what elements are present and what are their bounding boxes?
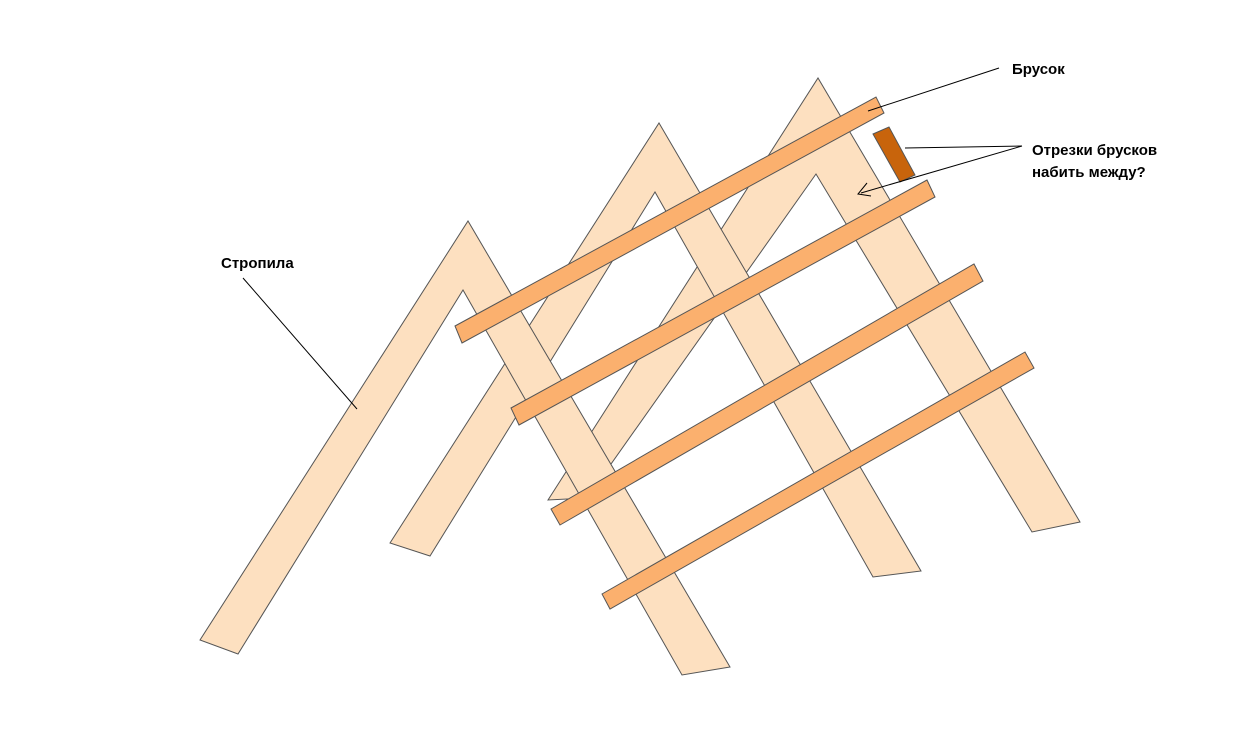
rafter-middle <box>389 122 922 578</box>
label-pieces-line2: набить между? <box>1032 164 1146 181</box>
rafter-front <box>199 220 731 676</box>
batten-2 <box>510 179 936 426</box>
label-pieces-line1: Отрезки брусков <box>1032 142 1157 159</box>
batten-3 <box>550 263 984 526</box>
leader-pieces-1 <box>904 145 1023 149</box>
leader-pieces-2 <box>860 145 1023 194</box>
bar-piece <box>872 126 916 183</box>
leader-rafters <box>242 277 358 410</box>
leader-bar <box>867 67 1000 112</box>
batten-top <box>454 96 885 344</box>
label-rafters: Стропила <box>221 255 294 272</box>
label-bar: Брусок <box>1012 61 1065 78</box>
batten-4 <box>601 351 1035 610</box>
leader-pieces-2-arrow <box>857 182 872 197</box>
